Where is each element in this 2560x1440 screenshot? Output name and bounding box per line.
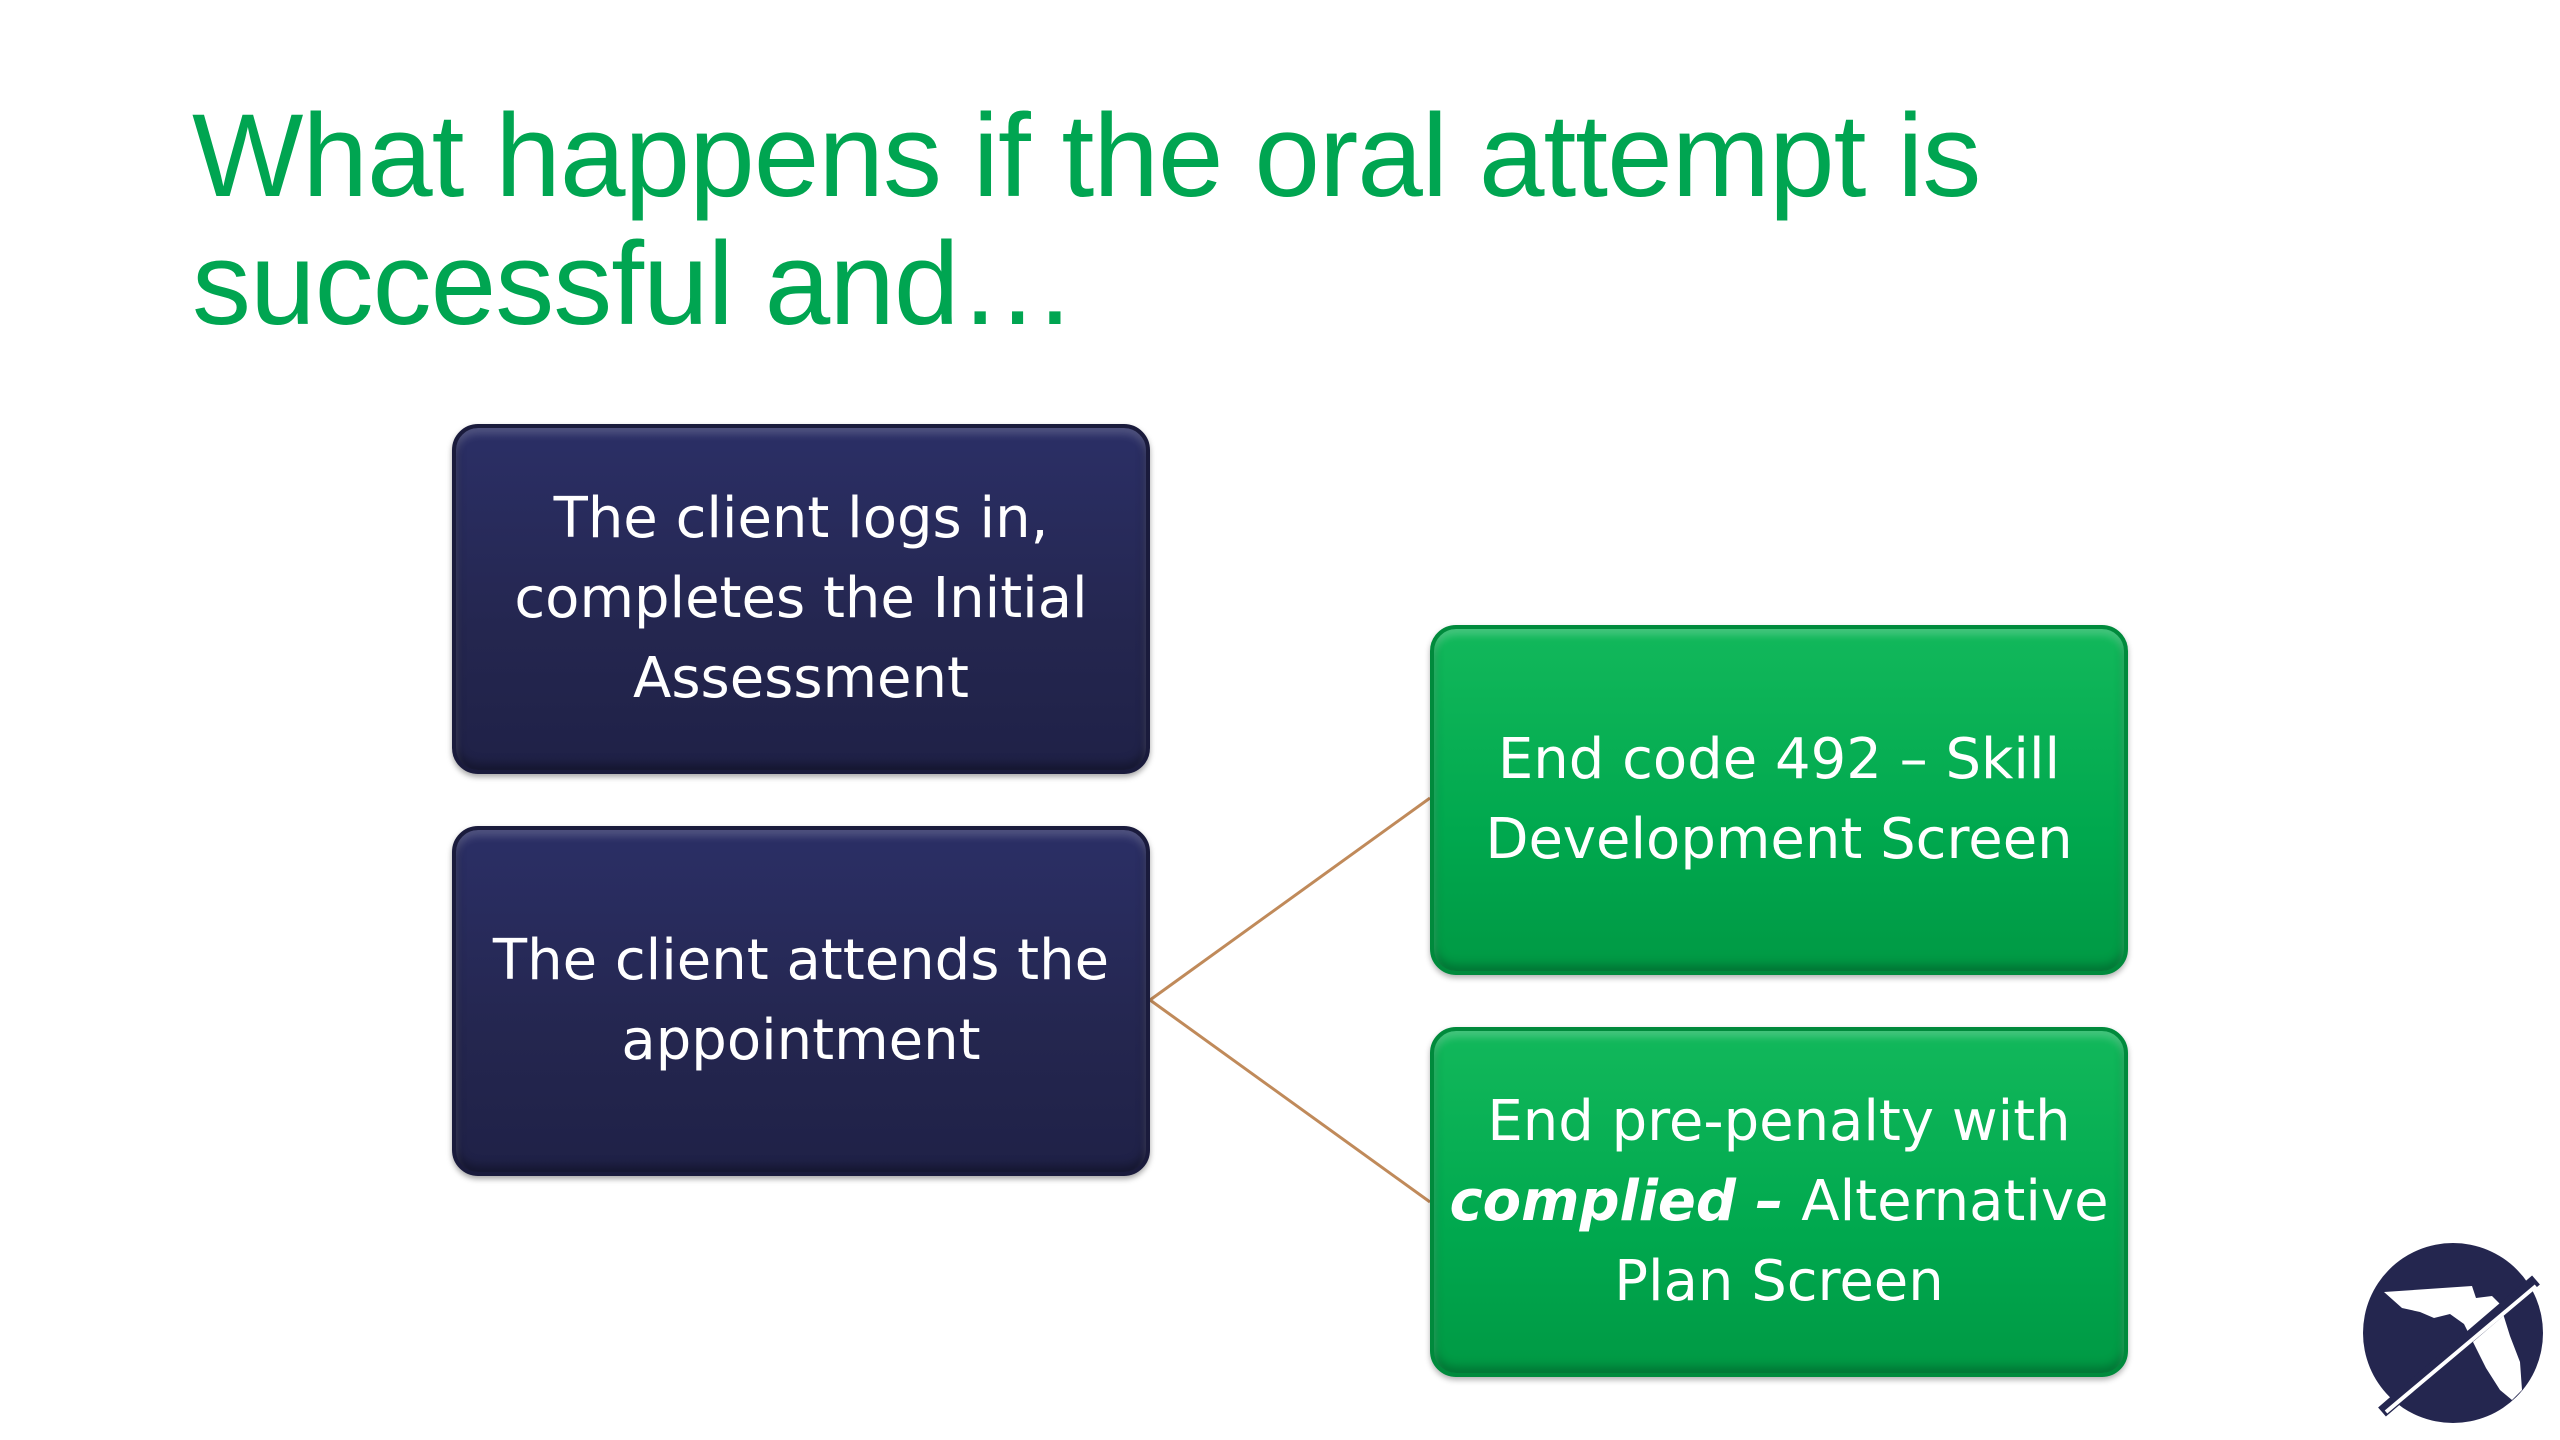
node-end-code-line-2: Development Screen [1485, 807, 2073, 872]
title-line-2: successful and… [192, 218, 1077, 350]
node-logs-in-line-2: completes the Initial [514, 566, 1088, 631]
node-pre-penalty: End pre-penalty with complied – Alternat… [1430, 1027, 2128, 1377]
connector-to-pre-penalty [1149, 998, 1431, 1204]
node-end-code-text: End code 492 – Skill Development Screen [1485, 720, 2072, 880]
node-attends-line-1: The client attends the [492, 928, 1110, 993]
node-pre-penalty-line-3: Plan Screen [1614, 1249, 1944, 1314]
node-logs-in: The client logs in, completes the Initia… [452, 424, 1150, 774]
node-attends: The client attends the appointment [452, 826, 1150, 1176]
node-logs-in-line-3: Assessment [633, 646, 969, 711]
node-attends-line-2: appointment [621, 1008, 981, 1073]
title-line-1: What happens if the oral attempt is [192, 90, 1981, 222]
slide-title: What happens if the oral attempt is succ… [192, 92, 2192, 348]
connector-to-end-code [1149, 796, 1431, 1002]
node-attends-text: The client attends the appointment [493, 921, 1109, 1081]
node-pre-penalty-text: End pre-penalty with complied – Alternat… [1449, 1082, 2108, 1322]
node-pre-penalty-line-2-rest: Alternative [1783, 1169, 2109, 1234]
florida-seal-icon [2363, 1243, 2543, 1423]
node-logs-in-line-1: The client logs in, [553, 486, 1049, 551]
node-pre-penalty-line-1: End pre-penalty with [1487, 1089, 2071, 1154]
node-end-code: End code 492 – Skill Development Screen [1430, 625, 2128, 975]
node-pre-penalty-emphasis: complied – [1449, 1169, 1784, 1234]
node-end-code-line-1: End code 492 – Skill [1497, 727, 2061, 792]
node-logs-in-text: The client logs in, completes the Initia… [514, 479, 1087, 719]
